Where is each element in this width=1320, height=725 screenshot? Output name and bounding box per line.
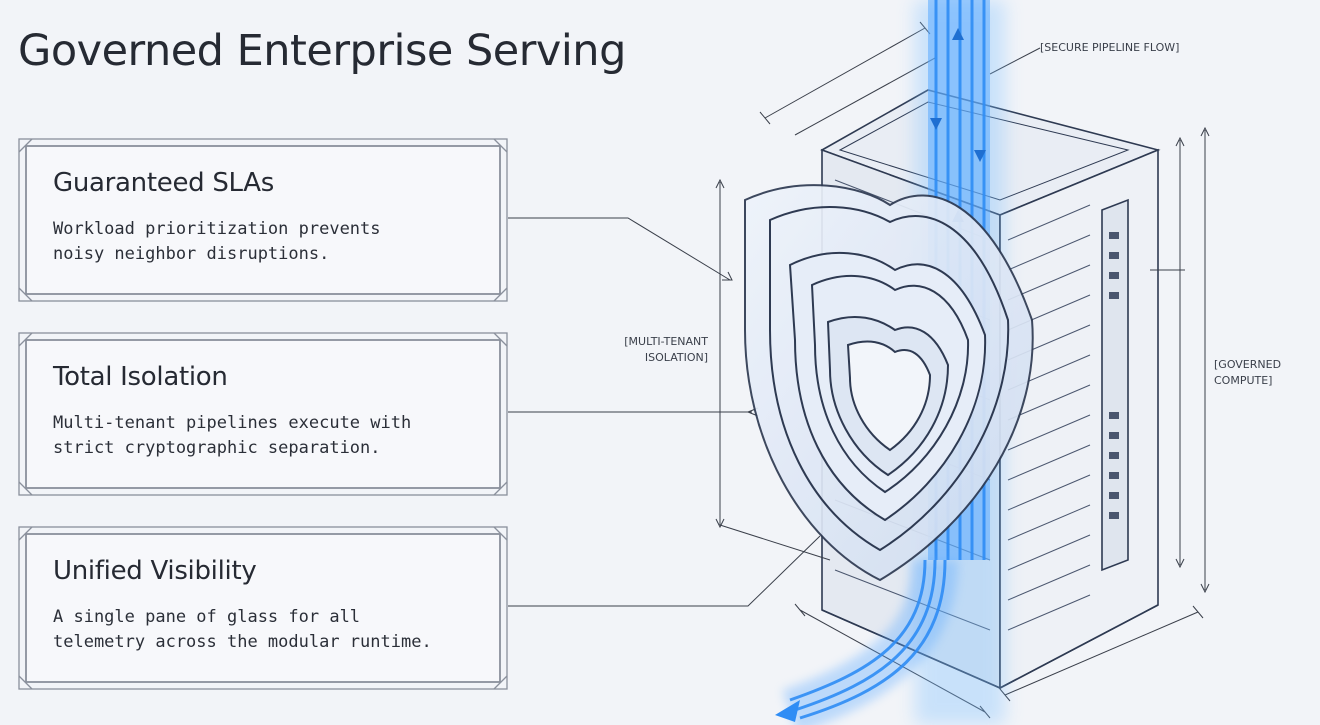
- feature-card-total-isolation: Total Isolation Multi-tenant pipelines e…: [18, 332, 508, 496]
- card-title: Guaranteed SLAs: [53, 168, 275, 198]
- card-title: Unified Visibility: [53, 556, 257, 586]
- shield-icon: [744, 184, 1034, 582]
- card-description: A single pane of glass for all telemetry…: [53, 607, 432, 652]
- card-frame: [18, 332, 508, 496]
- label-governed-compute: [GOVERNED COMPUTE]: [1214, 358, 1282, 387]
- label-multi-tenant-isolation: [MULTI-TENANT ISOLATION]: [624, 335, 708, 364]
- card-frame: [18, 526, 508, 690]
- feature-card-guaranteed-slas: Guaranteed SLAs Workload prioritization …: [18, 138, 508, 302]
- label-secure-pipeline-flow: [SECURE PIPELINE FLOW]: [1040, 41, 1180, 54]
- dimension-lines-left: [715, 178, 831, 561]
- card-title: Total Isolation: [53, 362, 228, 392]
- card-description: Workload prioritization prevents noisy n…: [53, 219, 381, 264]
- feature-card-unified-visibility: Unified Visibility A single pane of glas…: [18, 526, 508, 690]
- dimension-lines-right: [1150, 126, 1210, 594]
- page-title: Governed Enterprise Serving: [18, 26, 626, 76]
- card-frame: [18, 138, 508, 302]
- card-description: Multi-tenant pipelines execute with stri…: [53, 413, 412, 458]
